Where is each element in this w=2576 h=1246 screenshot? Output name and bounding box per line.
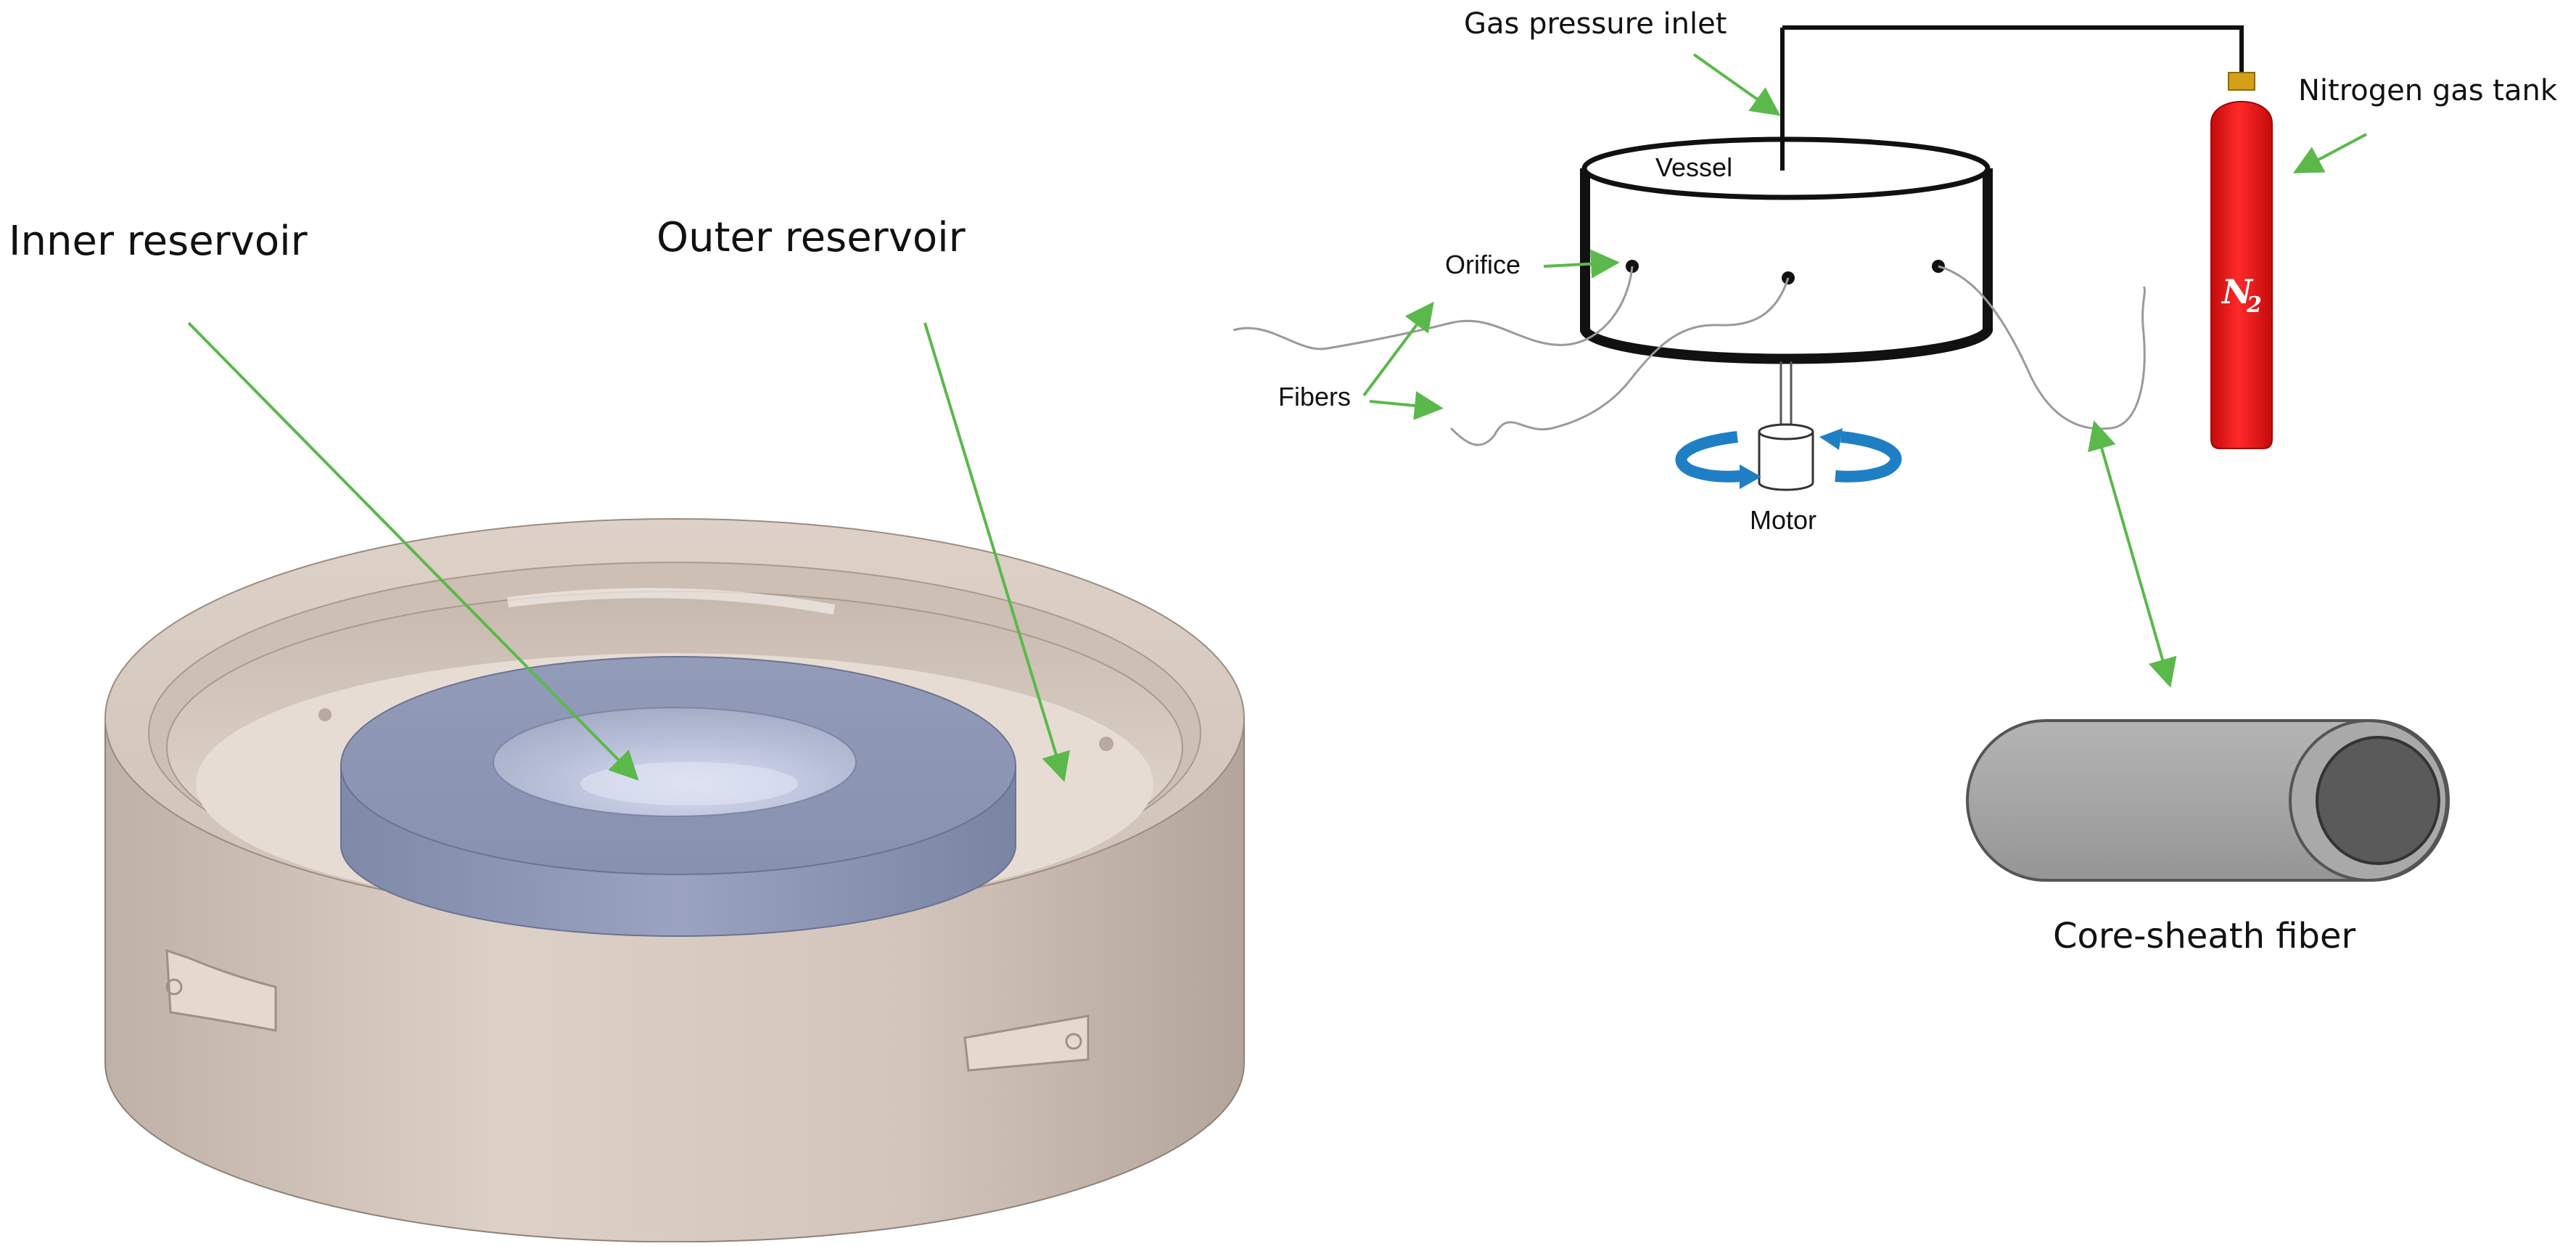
nitrogen-tank: N 2 [2210,72,2273,449]
label-outer-reservoir: Outer reservoir [657,214,966,261]
motor [1758,361,1814,491]
rotation-arrows [1675,428,1902,489]
tank-formula: N [2221,272,2254,311]
orifice-arrow [1543,249,1620,279]
label-core-sheath-fiber: Core-sheath fiber [2053,916,2356,956]
fibers-arrow-upper [1362,301,1434,397]
fibers-arrow-lower [1369,391,1444,420]
gas-line [1782,25,2244,76]
label-nitrogen-gas-tank: Nitrogen gas tank [2298,74,2557,107]
vessel [1580,28,1993,364]
inner-reservoir-arrow [187,321,639,781]
label-orifice: Orifice [1445,250,1521,279]
label-motor: Motor [1750,505,1817,535]
outer-reservoir-arrow [923,322,1070,782]
label-vessel: Vessel [1655,152,1733,182]
core-sheath-arrow-line [2087,420,2177,688]
tank-formula-subscript: 2 [2246,292,2262,318]
label-gas-pressure-inlet: Gas pressure inlet [1464,7,1727,41]
core-sheath-fiber-illustration [1966,719,2450,882]
gas-inlet-arrow [1692,53,1781,116]
label-fibers: Fibers [1278,382,1351,411]
inner-reservoir-insert [340,656,1016,937]
tank-arrow [2292,133,2367,173]
label-inner-reservoir: Inner reservoir [9,218,308,265]
